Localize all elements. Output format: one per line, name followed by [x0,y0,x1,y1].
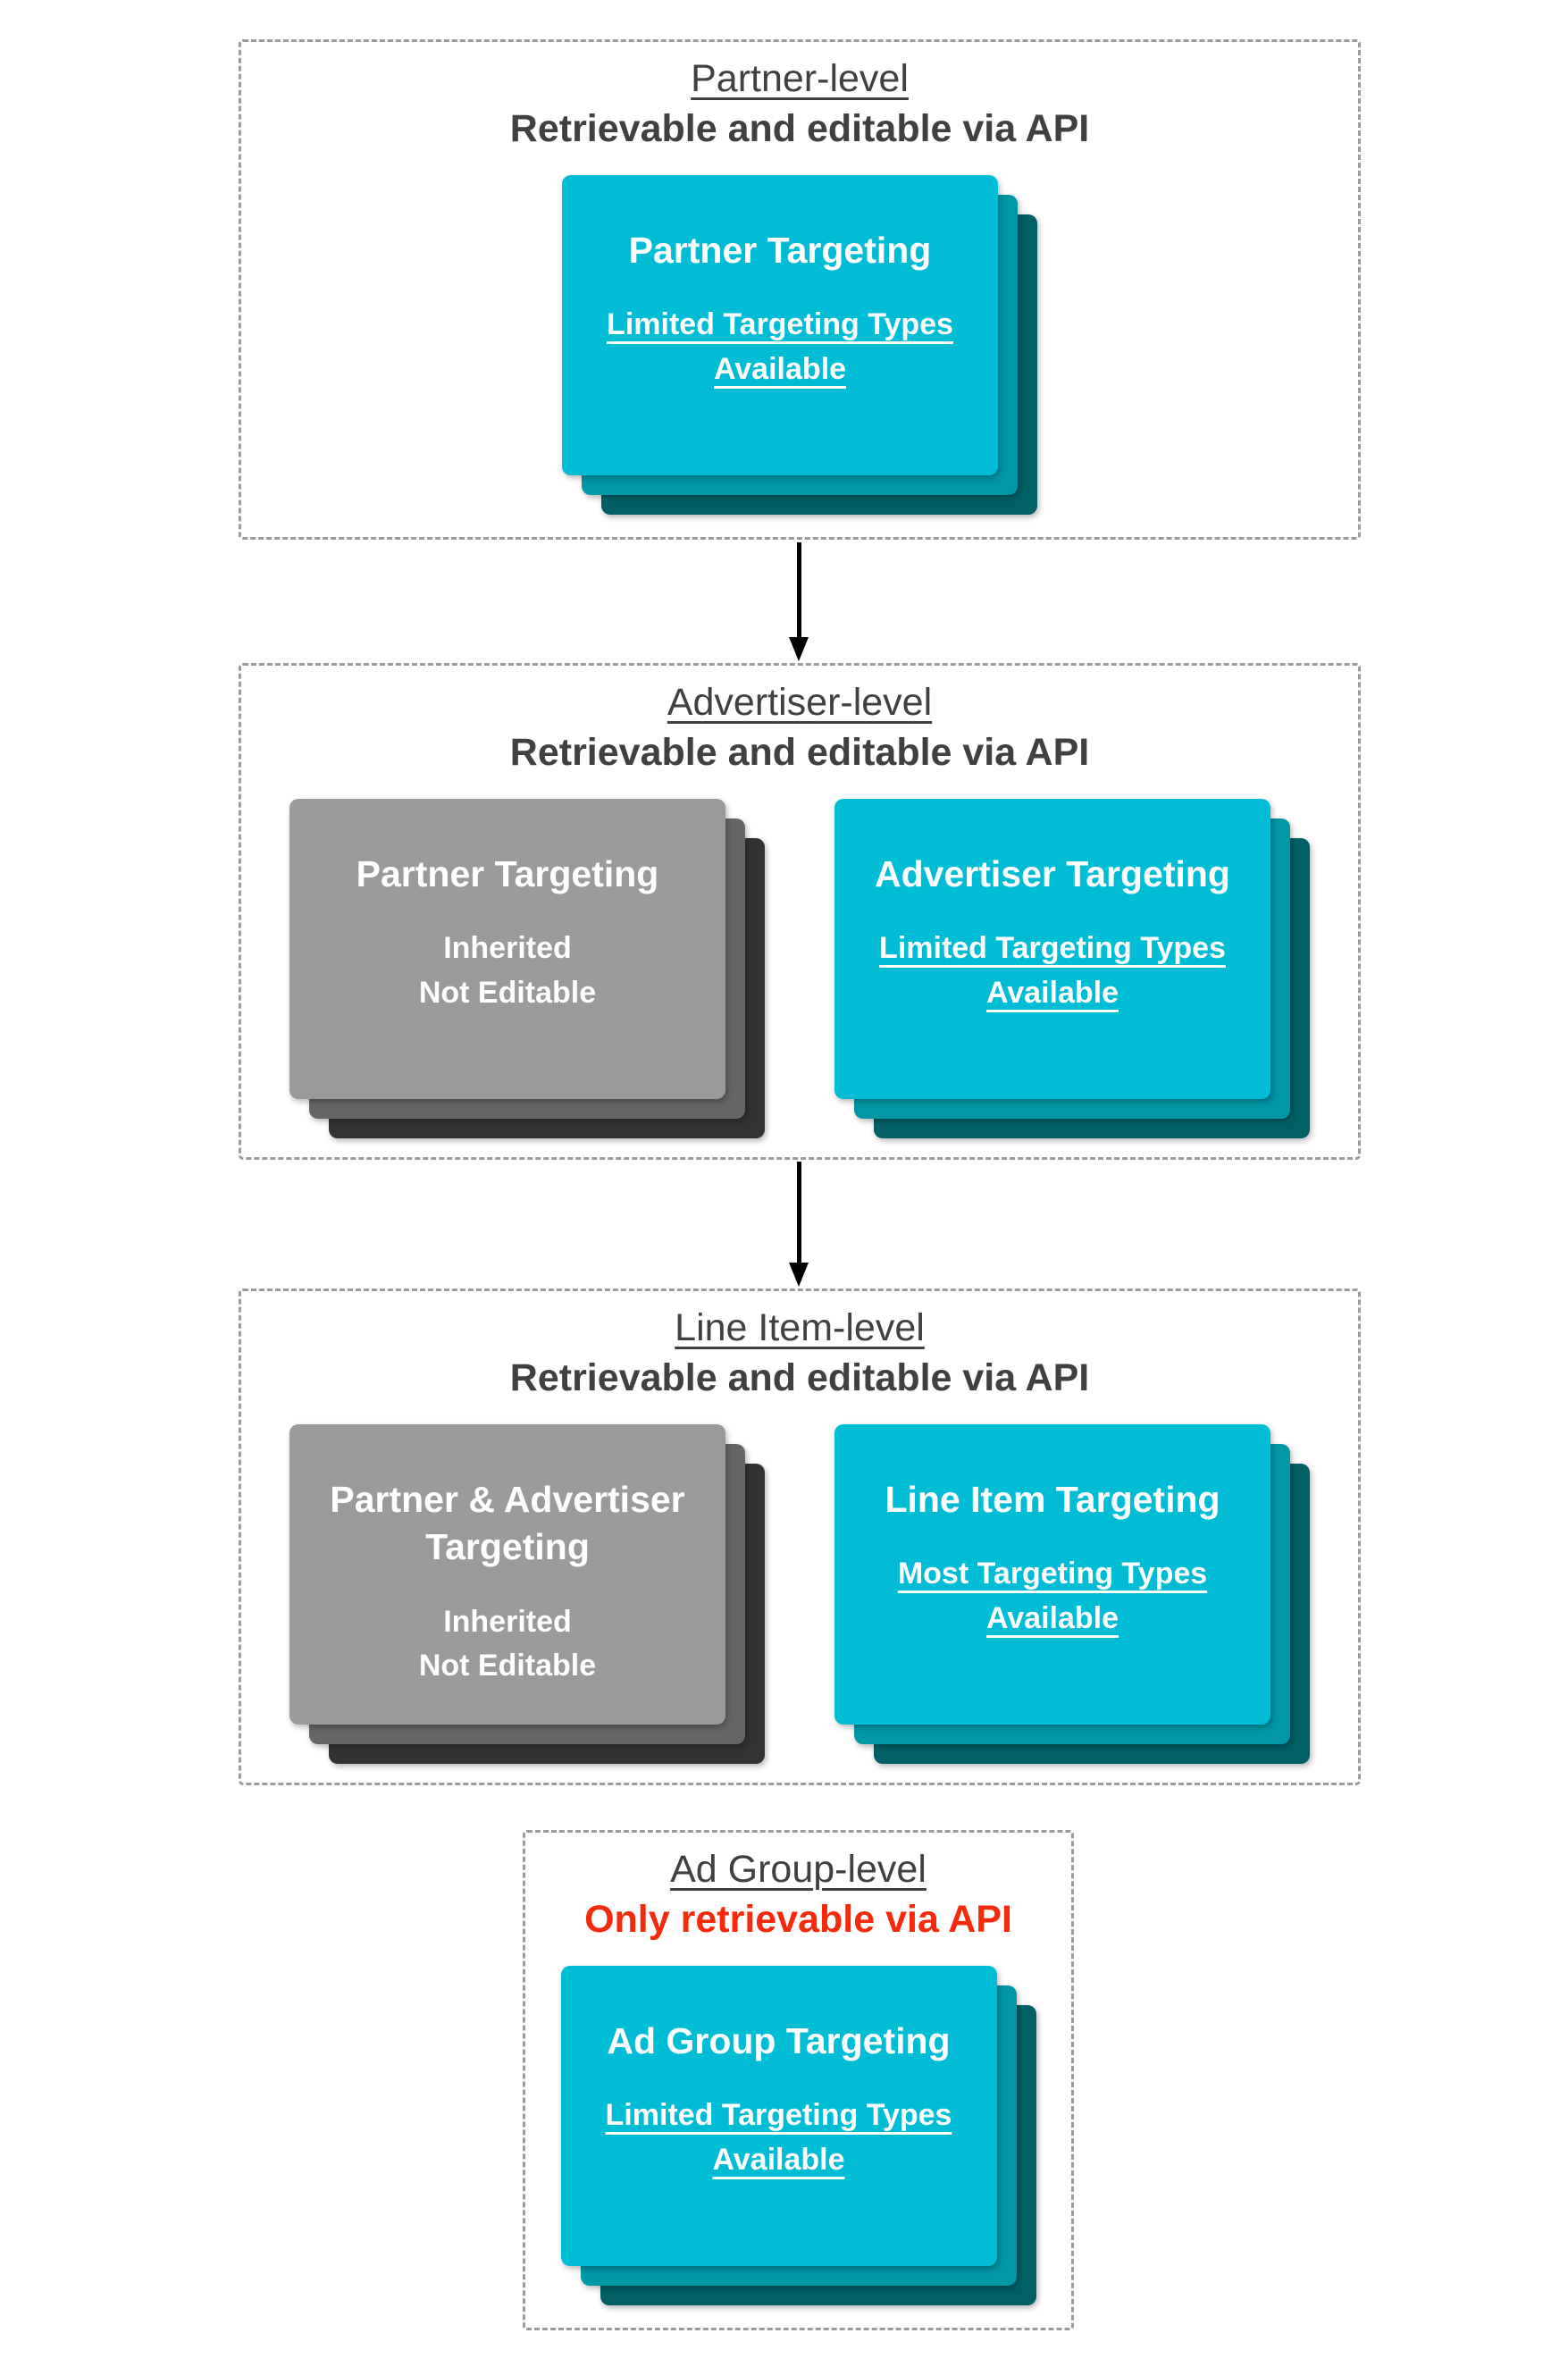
card-subtitle: Inherited Not Editable [418,931,597,1010]
section-access-subtitle: Retrievable and editable via API [509,1356,1090,1399]
section-partner-level: Partner-level Retrievable and editable v… [239,39,1361,540]
section-access-subtitle: Retrievable and editable via API [509,730,1090,774]
card-face: Partner & Advertiser Targeting Inherited… [289,1424,725,1725]
flow-arrow-down-icon [789,1162,809,1287]
card-subtitle: Limited Targeting Types Available [605,2098,952,2177]
card-inherited-partner-targeting: Partner Targeting Inherited Not Editable [289,799,765,1139]
card-title: Partner Targeting [356,853,659,895]
arrow-shaft [796,1162,801,1263]
card-subtitle: Inherited Not Editable [418,1604,597,1683]
card-partner-targeting: Partner Targeting Limited Targeting Type… [562,175,1037,516]
card-title: Line Item Targeting [885,1479,1220,1521]
card-title: Partner & Advertiser Targeting [330,1479,685,1568]
section-level-title: Line Item-level [675,1306,925,1349]
card-inherited-partner-advertiser-targeting: Partner & Advertiser Targeting Inherited… [289,1424,765,1765]
section-ad-group-level: Ad Group-level Only retrievable via API … [523,1830,1074,2330]
card-title: Partner Targeting [628,230,932,272]
section-line-item-level: Line Item-level Retrievable and editable… [239,1288,1361,1785]
section-advertiser-level: Advertiser-level Retrievable and editabl… [239,663,1361,1160]
cards-row: Partner & Advertiser Targeting Inherited… [289,1424,1310,1765]
section-level-title: Ad Group-level [670,1848,927,1891]
card-face: Line Item Targeting Most Targeting Types… [834,1424,1270,1725]
section-access-subtitle: Retrievable and editable via API [509,106,1090,150]
card-subtitle: Limited Targeting Types Available [879,931,1226,1010]
section-level-title: Advertiser-level [667,681,933,724]
card-face: Ad Group Targeting Limited Targeting Typ… [560,1966,997,2267]
flow-arrow-down-icon [789,542,809,661]
card-face: Advertiser Targeting Limited Targeting T… [834,799,1270,1100]
card-title: Ad Group Targeting [607,2020,951,2062]
card-subtitle: Most Targeting Types Available [897,1557,1208,1635]
card-face: Partner Targeting Limited Targeting Type… [562,175,998,476]
cards-row: Partner Targeting Limited Targeting Type… [562,175,1037,516]
card-line-item-targeting: Line Item Targeting Most Targeting Types… [834,1424,1310,1765]
card-ad-group-targeting: Ad Group Targeting Limited Targeting Typ… [560,1966,1036,2306]
section-level-title: Partner-level [691,57,909,100]
cards-row: Partner Targeting Inherited Not Editable… [289,799,1310,1139]
cards-row: Ad Group Targeting Limited Targeting Typ… [560,1966,1036,2306]
card-subtitle: Limited Targeting Types Available [607,307,953,386]
card-title: Advertiser Targeting [875,853,1230,895]
card-advertiser-targeting: Advertiser Targeting Limited Targeting T… [834,799,1310,1139]
arrow-shaft [796,542,801,637]
arrow-head [789,1263,809,1287]
section-access-subtitle-red: Only retrievable via API [584,1897,1012,1941]
arrow-head [789,637,809,661]
card-face: Partner Targeting Inherited Not Editable [289,799,725,1100]
